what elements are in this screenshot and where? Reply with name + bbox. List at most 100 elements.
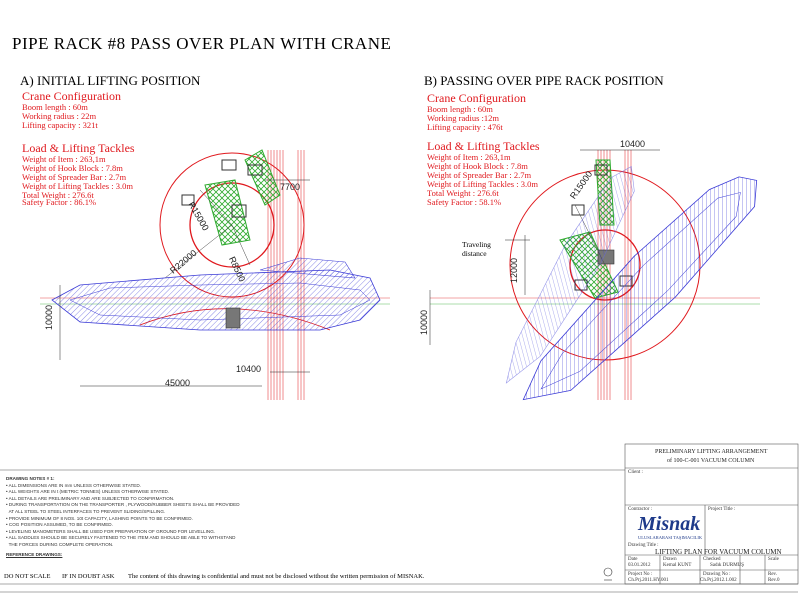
crane-config-line: Working radius :12m [427,113,500,123]
panel-b-drawing [429,149,760,401]
dim-label-b-10400: 10400 [620,139,646,149]
dim-label-b-12000: 12000 [509,257,519,283]
panel-b-safety-factor: Safety Factor : 58.1% [427,197,502,207]
counterweight-b-2 [571,204,585,216]
tb-contractor-label: Contractor : [628,507,653,512]
note-item: • ALL WEIGHTS ARE IN t (METRIC TONNES) U… [6,489,170,495]
load-line: Weight of Lifting Tackles : 3.0m [22,181,133,191]
vacuum-column-b [522,176,758,401]
footer-if-in-doubt: IF IN DOUBT ASK [62,573,115,580]
load-line: Weight of Hook Block : 7.8m [427,161,528,171]
dim-label-a-45000: 45000 [165,378,191,388]
load-line: Weight of Lifting Tackles : 3.0m [427,179,538,189]
tb-rev-label: Rev. [768,572,777,577]
tb-drawing-no-label: Drawing No : [703,572,731,577]
spreader-a [225,307,241,329]
tb-rev: Rev.0 [768,578,780,583]
crane-config-line: Lifting capacity : 321t [22,120,98,130]
tb-date-label: Date [628,557,638,562]
panel-b-load-title: Load & Lifting Tackles [427,139,540,153]
dimension-lines-b [429,149,660,345]
radius-line-a2 [199,189,233,226]
crane-config-line: Boom length : 60m [427,104,493,114]
crane-config-line: Lifting capacity : 476t [427,122,503,132]
tb-checked-label: Checked [703,557,721,562]
dimension-lines-a [59,179,310,387]
tb-heading-1: PRELIMINARY LIFTING ARRANGEMENT [655,449,768,455]
title-block-frame [0,443,799,593]
footer-do-not-scale: DO NOT SCALE [4,573,51,580]
tb-project-no: Ch.Prj.2011.HY.001 [628,578,669,583]
load-line: Total Weight : 276.6t [427,188,499,198]
misnak-logo-sub: ULUSLARARASI TAŞIMACILIK [638,535,703,540]
crane-config-line: Boom length : 60m [22,102,88,112]
note-item: • DURING TRANSPORTATION ON THE TRANSPORT… [6,502,240,508]
crane-config-line: Working radius : 22m [22,111,97,121]
tb-client-label: Client : [628,470,643,475]
tb-drawing-no: Ch.Prj.2012.1.002 [700,578,737,583]
note-item: THE FORCES DURING COMPLETE OPERATION. [8,541,114,547]
tb-drawn-label: Drawn [663,557,677,562]
misnak-logo: Misnak [638,513,701,535]
counterweight-a-1 [221,159,237,171]
load-line: Weight of Item : 263,1m [427,152,511,162]
panel-a-safety-factor: Safety Factor : 86.1% [22,197,97,207]
traveling-label-2: distance [462,249,487,258]
note-item: • ALL SADDLES SHOULD BE SECURELY FASTENE… [6,535,236,541]
dim-label-a-7700: 7700 [280,182,301,192]
tb-scale-label: Scale [768,557,779,562]
panel-a-heading: A) INITIAL LIFTING POSITION [20,73,201,88]
tb-drawn: Kemal KUNT [663,563,692,568]
tb-project-no-label: Project No : [628,572,653,577]
crane-boom-a [204,179,251,246]
notes-title: DRAWING NOTES # 1: [6,476,55,481]
vacuum-column-a-outline [69,282,371,321]
vacuum-column-a-top [259,257,356,279]
tb-drawing-title-label: Drawing Title : [628,543,659,548]
tb-heading-2: of 100-C-001 VACUUM COLUMN [667,458,755,464]
drawing-notes: DRAWING NOTES # 1: • ALL DIMENSIONS ARE … [6,476,240,558]
north-arrow-icon [603,567,613,581]
vacuum-column-b-ghost [505,165,635,384]
note-item: • PROVIDE MINIMUM OF 8 NOS. 10t CAPACITY… [6,515,193,521]
traveling-distance-label: Traveling distance [462,240,491,258]
load-line: Total Weight : 276.6t [22,190,94,200]
dim-label-b-10000: 10000 [419,309,429,335]
counterweight-b-1 [594,164,608,176]
radius-line-a [164,224,233,279]
vacuum-column-a [51,269,381,331]
reference-drawings-title: REFERENCE DRAWINGS: [6,551,63,557]
panel-a-crane-config-title: Crane Configuration [22,89,121,103]
panel-a-load-title: Load & Lifting Tackles [22,141,135,155]
panel-b-crane-config: Boom length : 60m Working radius :12m Li… [427,105,503,132]
counterweight-a-3 [181,194,195,206]
panel-b-heading: B) PASSING OVER PIPE RACK POSITION [424,73,664,88]
tb-checked: Sadık DURMUŞ [710,563,745,568]
tb-drawing-title: LIFTING PLAN FOR VACUUM COLUMN [655,548,782,556]
drawing-title: PIPE RACK #8 PASS OVER PLAN WITH CRANE [12,34,392,53]
dim-label-a-10400: 10400 [236,364,262,374]
panel-b-load: Weight of Item : 263,1m Weight of Hook B… [427,153,538,198]
tb-date: 03.01.2012 [628,563,651,568]
note-item: • ALL DIMENSIONS ARE IN mm UNLESS OTHERW… [6,482,141,488]
load-line: Weight of Hook Block : 7.8m [22,163,123,173]
note-item: • COG POSITION ASSUMED, TO BE CONFIRMED. [6,522,113,528]
panel-a-load: Weight of Item : 263,1m Weight of Hook B… [22,155,133,200]
crane-jib-a [244,149,281,206]
counterweight-a-2 [247,164,263,176]
note-item: • LEVELING MANOMETERS SHALL BE USED FOR … [6,528,216,534]
tb-project-title-label: Project Title : [708,507,736,512]
note-item: AT ALL STEEL TO STEEL INTERFACES TO PREV… [8,508,166,514]
counterweight-a-4 [231,204,247,218]
note-item: • ALL DETAILS ARE PRELIMINARY AND ARE SU… [6,495,175,501]
panel-a-crane-config: Boom length : 60m Working radius : 22m L… [22,103,98,130]
load-line: Weight of Spreader Bar : 2.7m [22,172,127,182]
panel-a-drawing [40,149,390,400]
panel-b-crane-config-title: Crane Configuration [427,91,526,105]
traveling-label-1: Traveling [462,240,491,249]
load-line: Weight of Item : 263,1m [22,154,106,164]
dim-label-a-10000: 10000 [44,304,54,330]
load-line: Weight of Spreader Bar : 2.7m [427,170,532,180]
radius-line-a3 [231,224,251,266]
